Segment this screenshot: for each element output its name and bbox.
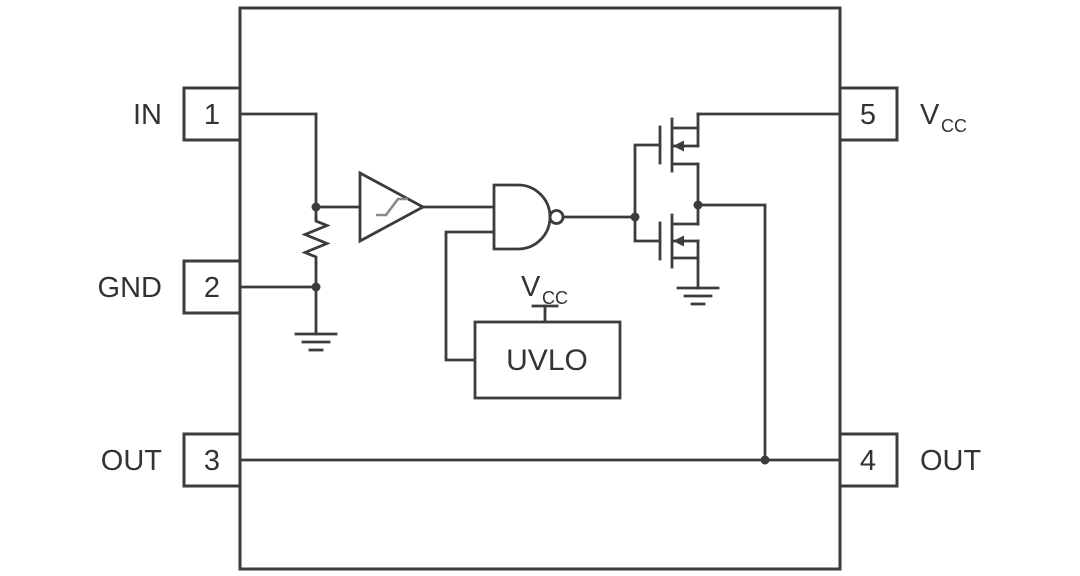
pin-1-box (182, 86, 242, 142)
wire-gate-low-side (633, 215, 662, 243)
pin-out-left-label: OUT (101, 445, 163, 477)
pin-vcc-label: V (920, 99, 940, 131)
pin-4: 4 OUT (838, 432, 982, 488)
mosfet-body-arrow (673, 140, 684, 152)
pin-in-label: IN (133, 99, 162, 131)
wire-gate-high-side (633, 143, 662, 219)
pin-3: 3 OUT (101, 432, 242, 488)
high-side-mosfet-symbol (658, 112, 700, 207)
junction-dot (693, 200, 703, 210)
low-side-mosfet-symbol (658, 203, 700, 290)
junction-dots (311, 200, 770, 465)
mosfet-body-arrow (673, 235, 684, 247)
hysteresis-icon (376, 197, 408, 217)
ground-symbol-input (294, 332, 338, 352)
uvlo-vcc-subscript: CC (542, 288, 568, 308)
junction-dot (630, 212, 640, 222)
nand-gate-symbol (492, 183, 565, 251)
pin-1: 1 IN (133, 86, 242, 142)
pin-5-number: 5 (860, 99, 876, 131)
pin-3-number: 3 (204, 445, 220, 477)
pin-2-box (182, 259, 242, 315)
nand-output-bubble (548, 209, 565, 225)
pin-2: 2 GND (98, 259, 242, 315)
pin-vcc-subscript: CC (941, 116, 967, 136)
uvlo-block: UVLO V CC (473, 271, 622, 400)
ground-symbol-output-stage (676, 286, 720, 306)
pin-out-right-label: OUT (920, 445, 982, 477)
pin-5: 5 V CC (838, 86, 967, 142)
junction-dot (311, 282, 321, 292)
wires (238, 112, 842, 462)
junction-dot (311, 202, 321, 212)
wire-uvlo-to-nand (444, 230, 496, 362)
uvlo-vcc-label: V (521, 271, 541, 303)
uvlo-label: UVLO (506, 344, 588, 377)
junction-dot (760, 455, 770, 465)
schmitt-trigger-symbol (358, 170, 426, 244)
pin-gnd-label: GND (98, 272, 162, 304)
pin-5-box (838, 86, 899, 142)
resistor-symbol (301, 216, 331, 265)
pin-2-number: 2 (204, 272, 220, 304)
pin-4-box (838, 432, 899, 488)
wire-output-stage (696, 203, 767, 462)
pin-1-number: 1 (204, 99, 220, 131)
pin-4-number: 4 (860, 445, 876, 477)
pin-3-box (182, 432, 242, 488)
